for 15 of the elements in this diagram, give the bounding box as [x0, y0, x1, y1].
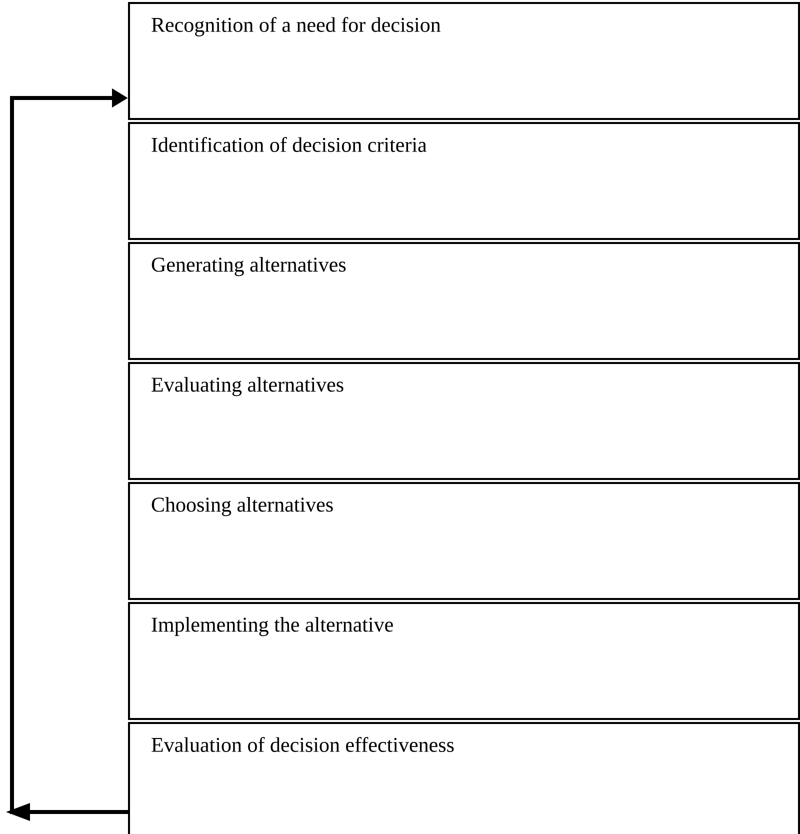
step-box: [128, 602, 800, 720]
step-text: Recognition of a need for decision: [152, 17, 441, 36]
step-text: Choosing alternatives: [152, 497, 333, 516]
step-box: [128, 362, 800, 480]
step-box: [128, 2, 800, 120]
step-text: Evaluation of decision effectiveness: [152, 737, 454, 752]
step-box: [128, 242, 800, 360]
step-text: Implementing the alternative: [152, 617, 393, 636]
step-box: [128, 482, 800, 600]
step-text: Generating alternatives: [152, 257, 346, 276]
step-text: Evaluating alternatives: [152, 377, 344, 396]
step-box: [128, 722, 800, 834]
step-text: Identification of decision criteria: [152, 137, 427, 152]
arrow: [6, 88, 128, 821]
step-box: [128, 122, 800, 240]
